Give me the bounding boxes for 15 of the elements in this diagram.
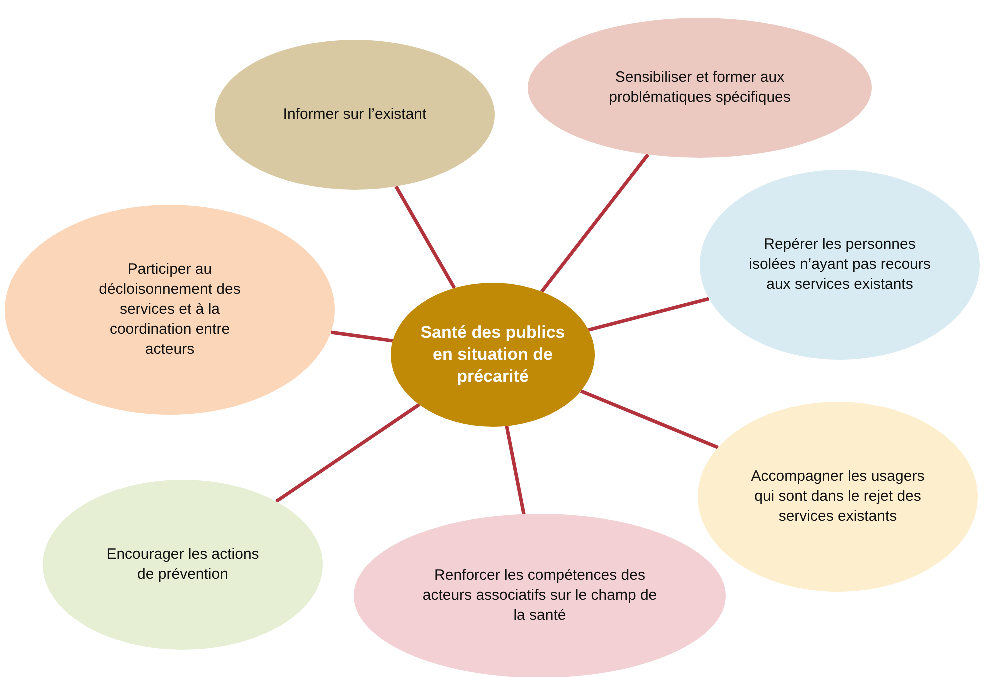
connector-line: [505, 426, 526, 515]
connector-line: [580, 390, 719, 450]
connector-line: [275, 403, 420, 504]
topic-text: Encourager les actions de prévention: [106, 545, 260, 585]
connector-line: [330, 330, 394, 343]
connector-line: [540, 154, 650, 293]
connector-line: [588, 297, 710, 332]
topic-text: Repérer les personnes isolées n’ayant pas recours aux services existants: [748, 235, 932, 295]
topic-text: Accompagner les usagers qui sont dans le rejet des services existants: [750, 467, 926, 527]
central-topic: Santé des publics en situation de précarité: [420, 322, 566, 388]
topic-text: Informer sur l’existant: [283, 105, 427, 125]
topic-text: Renforcer les compétences des acteurs associatifs sur le champ de la santé: [422, 566, 658, 626]
topic-text: Participer au décloisonnement des services et à la coordination entre acteurs: [98, 260, 242, 360]
connector-line: [394, 186, 456, 290]
topic-text: Sensibiliser et former aux problématiques spécifiques: [608, 68, 792, 108]
